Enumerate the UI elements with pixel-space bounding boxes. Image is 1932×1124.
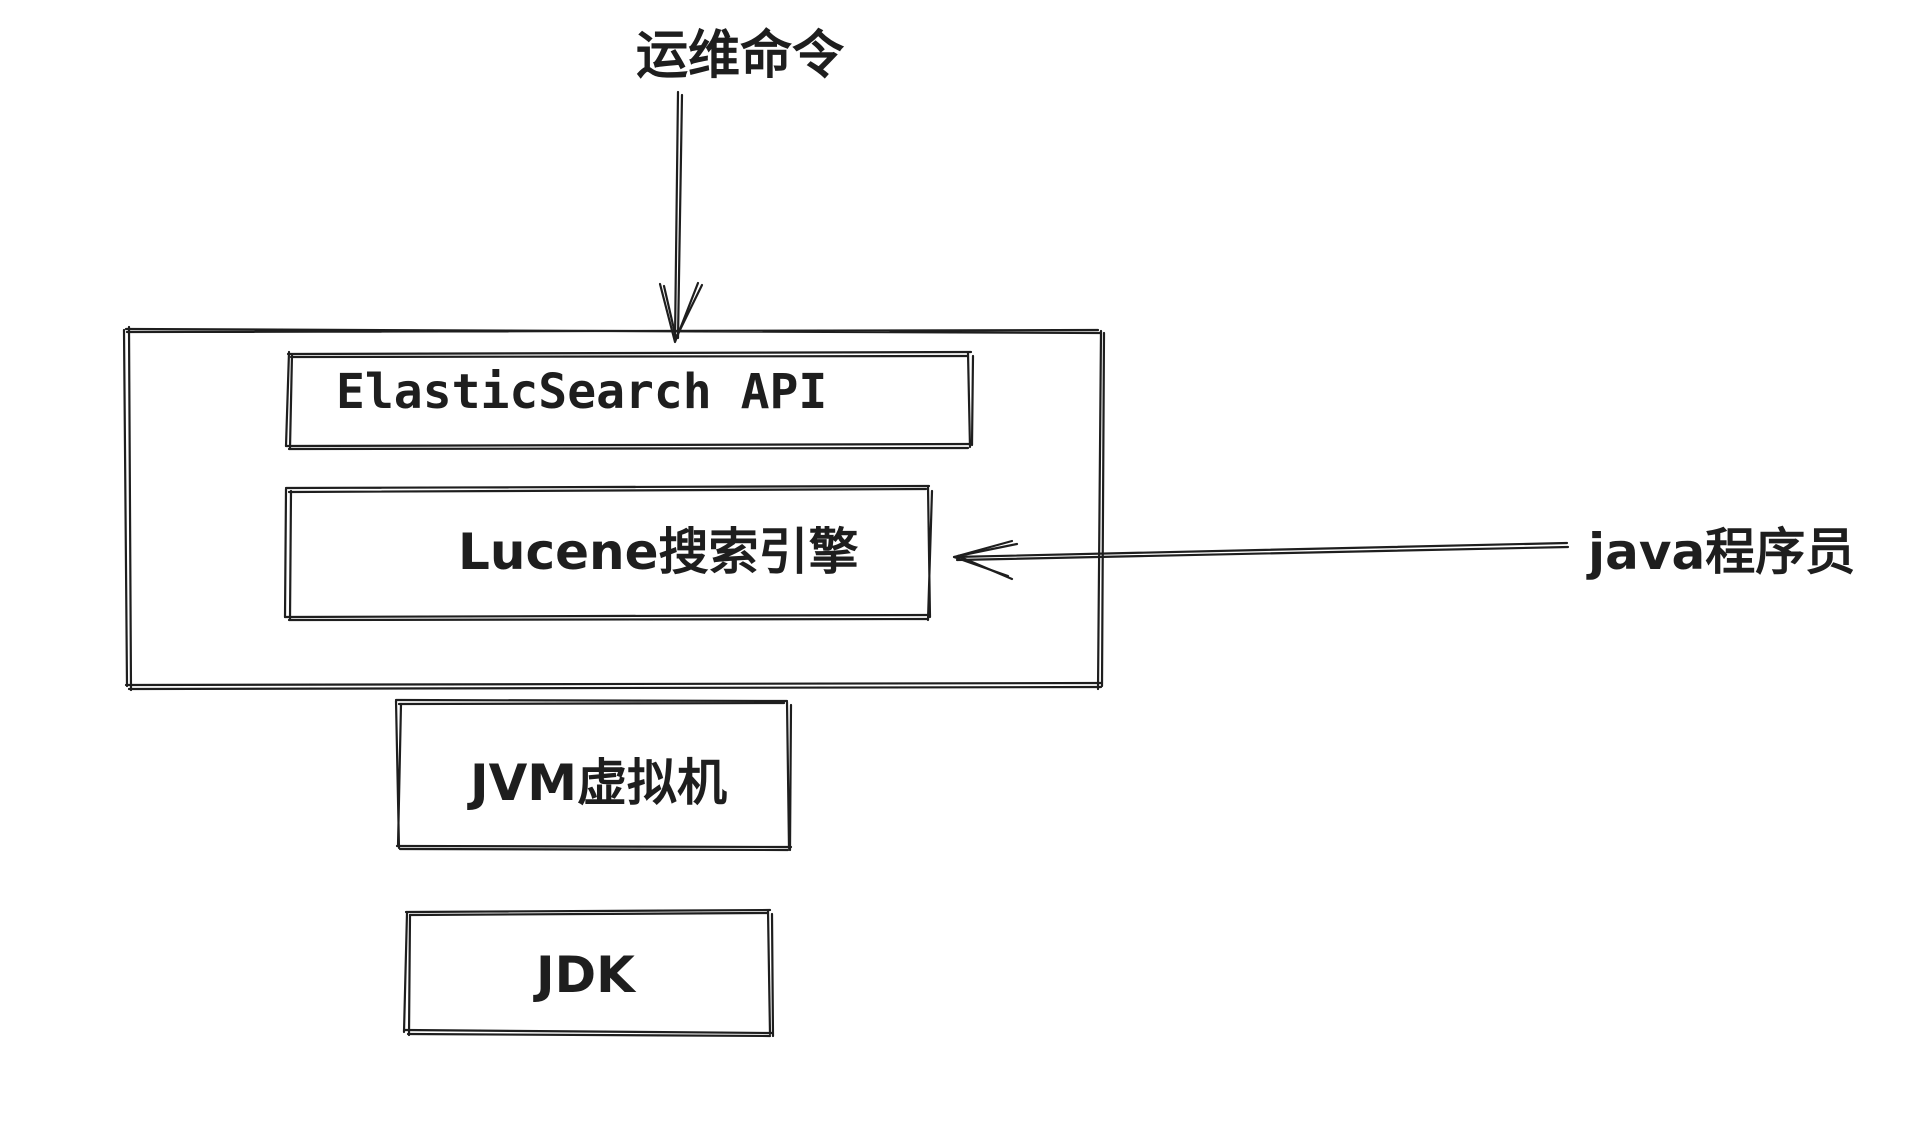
jdk-label: JDK bbox=[536, 946, 635, 1004]
java-programmer-label: java程序员 bbox=[1588, 523, 1856, 581]
elasticsearch-container-box bbox=[122, 325, 1106, 692]
jvm-label: JVM虚拟机 bbox=[470, 754, 728, 812]
es-api-box bbox=[284, 350, 975, 451]
es-api-label: ElasticSearch API bbox=[336, 364, 828, 420]
jdk-box bbox=[402, 908, 775, 1038]
arrow-java-to-lucene bbox=[952, 539, 1570, 581]
jvm-box bbox=[394, 698, 793, 852]
lucene-box bbox=[283, 484, 934, 622]
ops-command-label: 运维命令 bbox=[636, 26, 845, 86]
arrow-ops-to-api bbox=[658, 90, 704, 344]
lucene-engine-label: Lucene搜索引擎 bbox=[458, 523, 859, 581]
